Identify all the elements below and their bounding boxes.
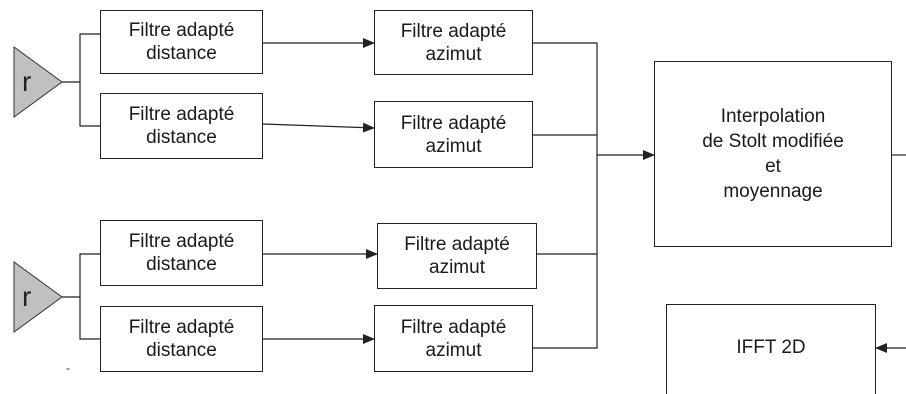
range-filter-label-3: Filtre adapté distance xyxy=(128,231,235,275)
range-filter-box-1: Filtre adapté distance xyxy=(100,10,263,74)
amplifier-label-2: r xyxy=(22,281,32,312)
range-filter-label-2: Filtre adapté distance xyxy=(128,104,235,148)
range-filter-label-1: Filtre adapté distance xyxy=(128,20,235,64)
range-filter-label-4: Filtre adapté distance xyxy=(128,317,235,361)
azimuth-filter-label-3: Filtre adapté azimut xyxy=(404,234,510,278)
azimuth-filter-box-2: Filtre adapté azimut xyxy=(374,101,533,168)
range-filter-box-4: Filtre adapté distance xyxy=(100,306,263,372)
azimuth-filter-box-1: Filtre adapté azimut xyxy=(374,10,533,75)
amplifier-triangle-2 xyxy=(13,261,63,333)
amp2-fanout-line xyxy=(62,253,100,340)
ifft-block: IFFT 2D xyxy=(666,304,876,394)
azimuth-filter-box-4: Filtre adapté azimut xyxy=(374,305,533,372)
amplifier-label-1: r xyxy=(22,66,32,97)
interpolation-block: Interpolation de Stolt modifiée et moyen… xyxy=(654,61,892,247)
amplifier-triangle-1 xyxy=(13,46,63,118)
range-filter-box-2: Filtre adapté distance xyxy=(100,93,263,159)
merge-line-azimut3 xyxy=(537,155,598,255)
azimuth-filter-label-1: Filtre adapté azimut xyxy=(400,20,507,65)
amp1-fanout-line xyxy=(62,33,100,127)
azimuth-filter-label-2: Filtre adapté azimut xyxy=(400,112,507,157)
stray-mark: - xyxy=(66,361,70,375)
merge-line-azimut1 xyxy=(533,42,598,155)
interpolation-label: Interpolation de Stolt modifiée et moyen… xyxy=(702,106,844,202)
merge-line-azimut4 xyxy=(533,254,598,349)
range-filter-box-3: Filtre adapté distance xyxy=(100,220,263,286)
azimuth-filter-label-4: Filtre adapté azimut xyxy=(400,316,507,361)
azimuth-filter-box-3: Filtre adapté azimut xyxy=(377,223,537,289)
ifft-label: IFFT 2D xyxy=(736,336,806,358)
arrow-range2-azimut2 xyxy=(262,122,375,133)
